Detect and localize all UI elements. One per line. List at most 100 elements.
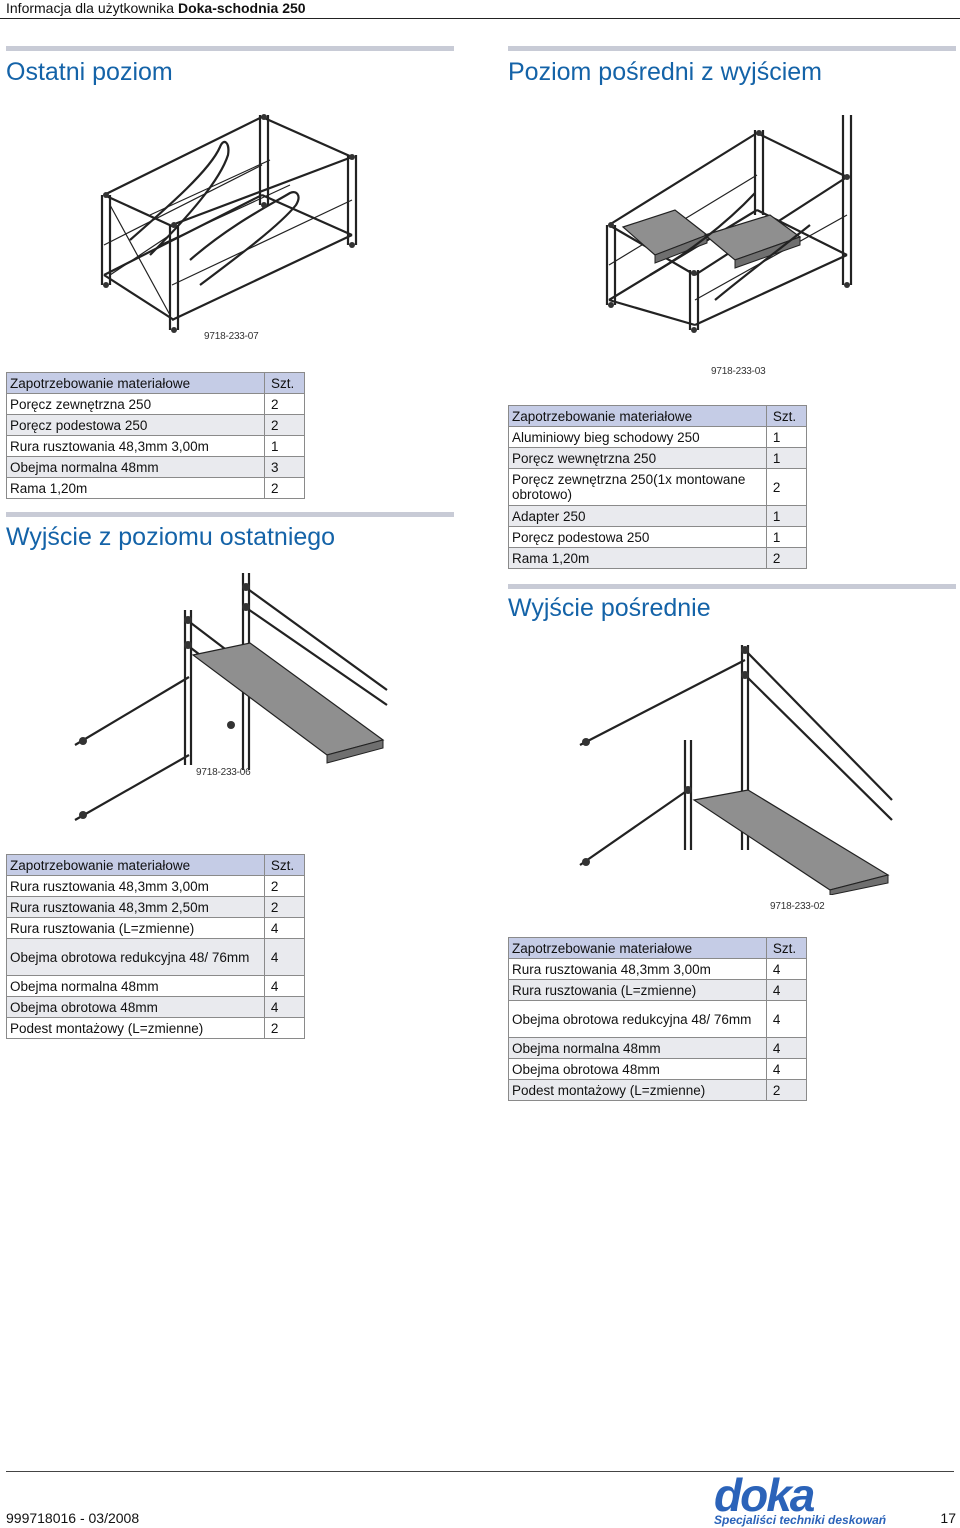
table-cell-qty: 2	[765, 1079, 808, 1101]
table-header-qty: Szt.	[263, 854, 306, 876]
table-row: Poręcz podestowa 250 2	[6, 414, 305, 436]
table-cell-material: Obejma normalna 48mm	[508, 1037, 767, 1059]
table-cell-material: Obejma obrotowa redukcyjna 48/ 76mm	[508, 1000, 767, 1038]
drawing-exit-mid	[579, 645, 893, 895]
table-cell-qty: 1	[765, 505, 808, 527]
table-row: Obejma obrotowa 48mm 4	[508, 1058, 808, 1080]
table-cell-material: Poręcz podestowa 250	[6, 414, 265, 436]
table-cell-qty: 4	[263, 975, 306, 997]
table-cell-qty: 2	[765, 547, 808, 569]
drawing-last-level	[100, 114, 358, 333]
table-cell-material: Obejma obrotowa redukcyjna 48/ 76mm	[6, 938, 265, 976]
table-cell-qty: 2	[263, 896, 306, 918]
table-header-material: Zapotrzebowanie materiałowe	[6, 854, 265, 876]
table-row: Adapter 250 1	[508, 505, 808, 527]
table-cell-material: Poręcz wewnętrzna 250	[508, 447, 767, 469]
table-row: Rura rusztowania 48,3mm 2,50m 2	[6, 896, 306, 918]
table-row: Rura rusztowania (L=zmienne) 4	[508, 979, 808, 1001]
table-cell-qty: 2	[263, 1017, 306, 1039]
table-header-qty: Szt.	[765, 937, 808, 959]
table-cell-qty: 4	[765, 1037, 808, 1059]
table-cell-qty: 2	[263, 875, 306, 897]
material-table-last-level: Zapotrzebowanie materiałowe Szt. Poręcz …	[6, 372, 305, 499]
table-cell-material: Poręcz zewnętrzna 250	[6, 393, 265, 415]
table-row: Obejma normalna 48mm 3	[6, 456, 305, 478]
table-row: Rura rusztowania 48,3mm 3,00m 2	[6, 875, 306, 897]
table-cell-qty: 1	[765, 526, 808, 548]
header-prefix: Informacja dla użytkownika	[6, 0, 178, 16]
table-header-row: Zapotrzebowanie materiałowe Szt.	[6, 854, 306, 876]
table-cell-material: Aluminiowy bieg schodowy 250	[508, 426, 767, 448]
table-cell-material: Adapter 250	[508, 505, 767, 527]
figure-ref-2: 9718-233-03	[711, 366, 766, 377]
table-cell-qty: 1	[264, 435, 305, 457]
table-cell-material: Rura rusztowania 48,3mm 3,00m	[6, 435, 265, 457]
table-cell-qty: 4	[263, 996, 306, 1018]
doka-tagline: Specjaliści techniki deskowań	[714, 1513, 887, 1527]
table-cell-material: Rura rusztowania 48,3mm 3,00m	[6, 875, 265, 897]
table-header-qty: Szt.	[264, 372, 305, 394]
table-row: Podest montażowy (L=zmienne) 2	[6, 1017, 306, 1039]
table-row: Podest montażowy (L=zmienne) 2	[508, 1079, 808, 1101]
table-row: Rura rusztowania 48,3mm 3,00m 1	[6, 435, 305, 457]
table-cell-qty: 1	[765, 447, 808, 469]
table-row: Poręcz zewnętrzna 250(1x montowane obrot…	[508, 468, 808, 506]
table-cell-qty: 2	[765, 468, 808, 506]
table-row: Poręcz zewnętrzna 250 2	[6, 393, 305, 415]
header-rule	[0, 18, 960, 19]
section-bar-exit-last	[6, 512, 454, 517]
document-header: Informacja dla użytkownika Doka-schodnia…	[6, 0, 306, 16]
table-cell-material: Obejma normalna 48mm	[6, 456, 265, 478]
table-header-material: Zapotrzebowanie materiałowe	[508, 937, 767, 959]
table-row: Obejma normalna 48mm 4	[6, 975, 306, 997]
section-title-mid-level: Poziom pośredni z wyjściem	[508, 58, 822, 86]
table-cell-material: Rura rusztowania (L=zmienne)	[6, 917, 265, 939]
table-cell-material: Poręcz podestowa 250	[508, 526, 767, 548]
footer-rule	[6, 1471, 954, 1472]
material-table-mid-level: Zapotrzebowanie materiałowe Szt. Alumini…	[508, 405, 808, 569]
table-cell-material: Rama 1,20m	[508, 547, 767, 569]
table-cell-qty: 4	[765, 979, 808, 1001]
figure-ref-4: 9718-233-02	[770, 901, 825, 912]
drawing-exit-last	[74, 573, 388, 821]
table-row: Aluminiowy bieg schodowy 250 1	[508, 426, 808, 448]
table-cell-material: Obejma obrotowa 48mm	[508, 1058, 767, 1080]
section-bar-exit-mid	[508, 584, 956, 589]
table-cell-qty: 2	[264, 477, 305, 499]
section-title-exit-mid: Wyjście pośrednie	[508, 594, 711, 622]
drawing-mid-level-exit	[605, 115, 853, 333]
table-cell-material: Podest montażowy (L=zmienne)	[508, 1079, 767, 1101]
table-cell-material: Rura rusztowania 48,3mm 3,00m	[508, 958, 767, 980]
table-row: Rama 1,20m 2	[508, 547, 808, 569]
table-cell-qty: 4	[765, 1058, 808, 1080]
table-cell-qty: 4	[765, 958, 808, 980]
table-header-material: Zapotrzebowanie materiałowe	[508, 405, 767, 427]
table-header-row: Zapotrzebowanie materiałowe Szt.	[508, 405, 808, 427]
table-cell-qty: 4	[765, 1000, 808, 1038]
table-header-material: Zapotrzebowanie materiałowe	[6, 372, 265, 394]
table-cell-material: Poręcz zewnętrzna 250(1x montowane obrot…	[508, 468, 767, 506]
table-header-row: Zapotrzebowanie materiałowe Szt.	[6, 372, 305, 394]
table-row: Poręcz podestowa 250 1	[508, 526, 808, 548]
table-cell-qty: 1	[765, 426, 808, 448]
section-title-last-level: Ostatni poziom	[6, 58, 173, 86]
table-row: Poręcz wewnętrzna 250 1	[508, 447, 808, 469]
table-cell-material: Rura rusztowania (L=zmienne)	[508, 979, 767, 1001]
table-cell-qty: 2	[264, 393, 305, 415]
table-cell-material: Obejma obrotowa 48mm	[6, 996, 265, 1018]
table-header-qty: Szt.	[765, 405, 808, 427]
table-cell-qty: 4	[263, 917, 306, 939]
section-bar-mid-level	[508, 46, 956, 51]
table-row: Obejma obrotowa redukcyjna 48/ 76mm 4	[508, 1000, 808, 1038]
table-row: Obejma obrotowa 48mm 4	[6, 996, 306, 1018]
table-row: Rura rusztowania (L=zmienne) 4	[6, 917, 306, 939]
section-bar-last-level	[6, 46, 454, 51]
table-row: Rama 1,20m 2	[6, 477, 305, 499]
figure-ref-3: 9718-233-06	[196, 767, 251, 778]
table-cell-qty: 2	[264, 414, 305, 436]
table-header-row: Zapotrzebowanie materiałowe Szt.	[508, 937, 808, 959]
doka-logo: doka	[714, 1469, 815, 1521]
table-cell-qty: 4	[263, 938, 306, 976]
table-cell-material: Rama 1,20m	[6, 477, 265, 499]
page-number: 17	[940, 1510, 956, 1526]
